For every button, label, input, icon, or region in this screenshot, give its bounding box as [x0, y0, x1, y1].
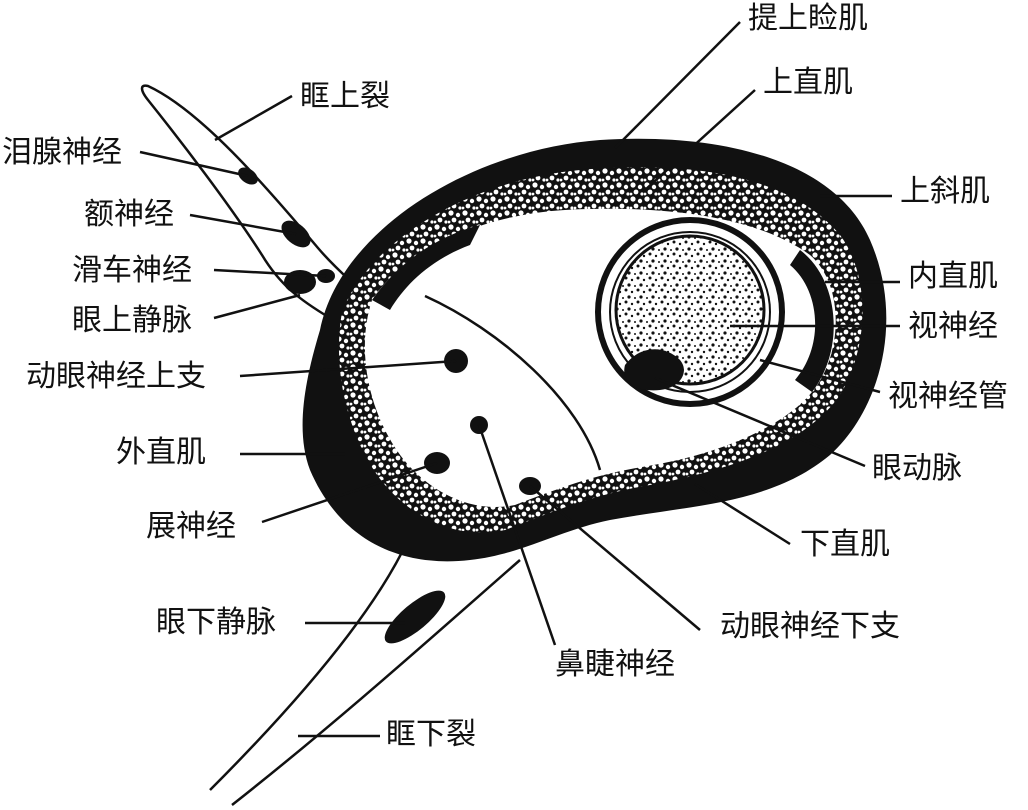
inner-dark-segment-left — [372, 225, 480, 310]
label-nasociliary-nerve: 鼻睫神经 — [555, 647, 675, 682]
leader-levator — [614, 21, 741, 149]
label-abducens-nerve: 展神经 — [146, 509, 236, 544]
leader-oculomotor-superior — [239, 359, 457, 378]
leader-oculomotor-inferior — [529, 485, 701, 631]
label-trochlear-nerve: 滑车神经 — [72, 253, 192, 288]
label-oculomotor-inferior: 动眼神经下支 — [720, 609, 900, 644]
leader-nasociliary — [477, 424, 557, 646]
leader-optic-canal — [759, 358, 881, 394]
label-levator: 提上睑肌 — [748, 1, 868, 36]
leader-inferior-rectus — [694, 482, 791, 546]
label-sup-orbital-fissure: 眶上裂 — [300, 79, 390, 114]
inner-dark-segment-right — [790, 250, 834, 392]
label-frontal-nerve: 额神经 — [84, 197, 174, 232]
leader-ophthalmic-artery — [654, 376, 866, 468]
label-optic-canal: 视神经管 — [888, 379, 1008, 414]
leader-lacrimal — [139, 150, 249, 178]
label-superior-rectus: 上直肌 — [763, 65, 853, 100]
leader-sup-ophthalmic-vein — [213, 293, 301, 320]
label-inferior-rectus: 下直肌 — [800, 527, 890, 562]
inferior-orbital-fissure-line-b — [231, 559, 521, 806]
label-superior-oblique: 上斜肌 — [900, 174, 990, 209]
leader-lines — [139, 21, 900, 738]
inf-ophthalmic-vein-shape — [384, 590, 446, 644]
label-lateral-rectus: 外直肌 — [116, 435, 206, 470]
label-oculomotor-superior: 动眼神经上支 — [26, 359, 206, 394]
leader-abducens — [261, 461, 438, 524]
leader-frontal — [189, 213, 297, 236]
optic-nerve-body — [614, 234, 766, 386]
label-medial-rectus: 内直肌 — [908, 259, 998, 294]
label-inf-ophthalmic-vein: 眼下静脉 — [156, 605, 276, 640]
ophthalmic-artery-shape — [624, 349, 684, 391]
optic-canal-ring — [595, 217, 785, 407]
label-sup-ophthalmic-vein: 眼上静脉 — [72, 303, 192, 338]
label-lacrimal-nerve: 泪腺神经 — [2, 135, 122, 170]
leader-superior-rectus — [644, 89, 756, 191]
leader-sup-orbital-fissure — [214, 94, 293, 142]
label-inf-orbital-fissure: 眶下裂 — [386, 717, 476, 752]
fissure-inner-line — [424, 294, 602, 471]
label-ophthalmic-artery: 眼动脉 — [872, 451, 962, 486]
label-optic-nerve: 视神经 — [908, 309, 998, 344]
leader-trochlear — [213, 268, 327, 278]
inferior-orbital-fissure-line-a — [209, 539, 410, 791]
